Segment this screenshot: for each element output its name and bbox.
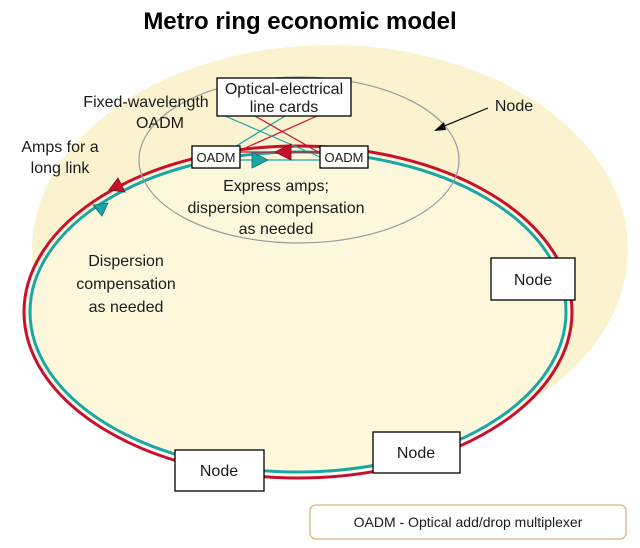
oadm-box-right-label: OADM	[325, 150, 364, 165]
long-link-amp-red	[108, 177, 126, 193]
line-cards-box	[216, 77, 352, 117]
fixed-wavelength-label-2: OADM	[136, 115, 184, 132]
ring-fill	[26, 149, 570, 475]
express-amps-label-1: Express amps;	[223, 178, 329, 195]
dispersion-label-2: compensation	[76, 276, 176, 293]
line-cards-label-2: line cards	[250, 99, 318, 116]
fixed-wavelength-label-1: Fixed-wavelength	[83, 94, 208, 111]
long-link-amp-teal	[92, 202, 109, 217]
node-callout-arrowhead	[434, 122, 446, 131]
node-box-bottom-left	[174, 449, 265, 492]
legend-box	[309, 504, 627, 540]
express-amps-label-2: dispersion compensation	[188, 200, 365, 217]
ring-fiber-red	[22, 144, 574, 480]
diagram-title: Metro ring economic model	[143, 8, 456, 35]
express-amps-label-3: as needed	[239, 221, 314, 238]
node-box-bottom-left-label: Node	[200, 463, 238, 480]
dispersion-label-1: Dispersion	[88, 253, 164, 270]
node-callout-ellipse	[138, 76, 460, 244]
node-box-bottom-right	[372, 431, 461, 474]
express-amp-teal	[251, 151, 269, 169]
amps-long-link-label-1: Amps for a	[21, 139, 98, 156]
dispersion-label-3: as needed	[89, 299, 164, 316]
oadm-box-left	[191, 145, 241, 169]
node-box-right-label: Node	[514, 272, 552, 289]
express-amp-red	[274, 143, 292, 161]
amps-long-link-label-2: long link	[31, 160, 91, 177]
legend-text: OADM - Optical add/drop multiplexer	[354, 514, 583, 530]
line-cards-label-1: Optical-electrical	[225, 81, 343, 98]
node-box-right	[490, 257, 576, 301]
oadm-box-right	[319, 145, 369, 169]
node-callout-arrow	[436, 107, 489, 130]
node-box-bottom-right-label: Node	[397, 445, 435, 462]
oadm-box-left-label: OADM	[197, 150, 236, 165]
node-callout-label: Node	[495, 98, 533, 115]
